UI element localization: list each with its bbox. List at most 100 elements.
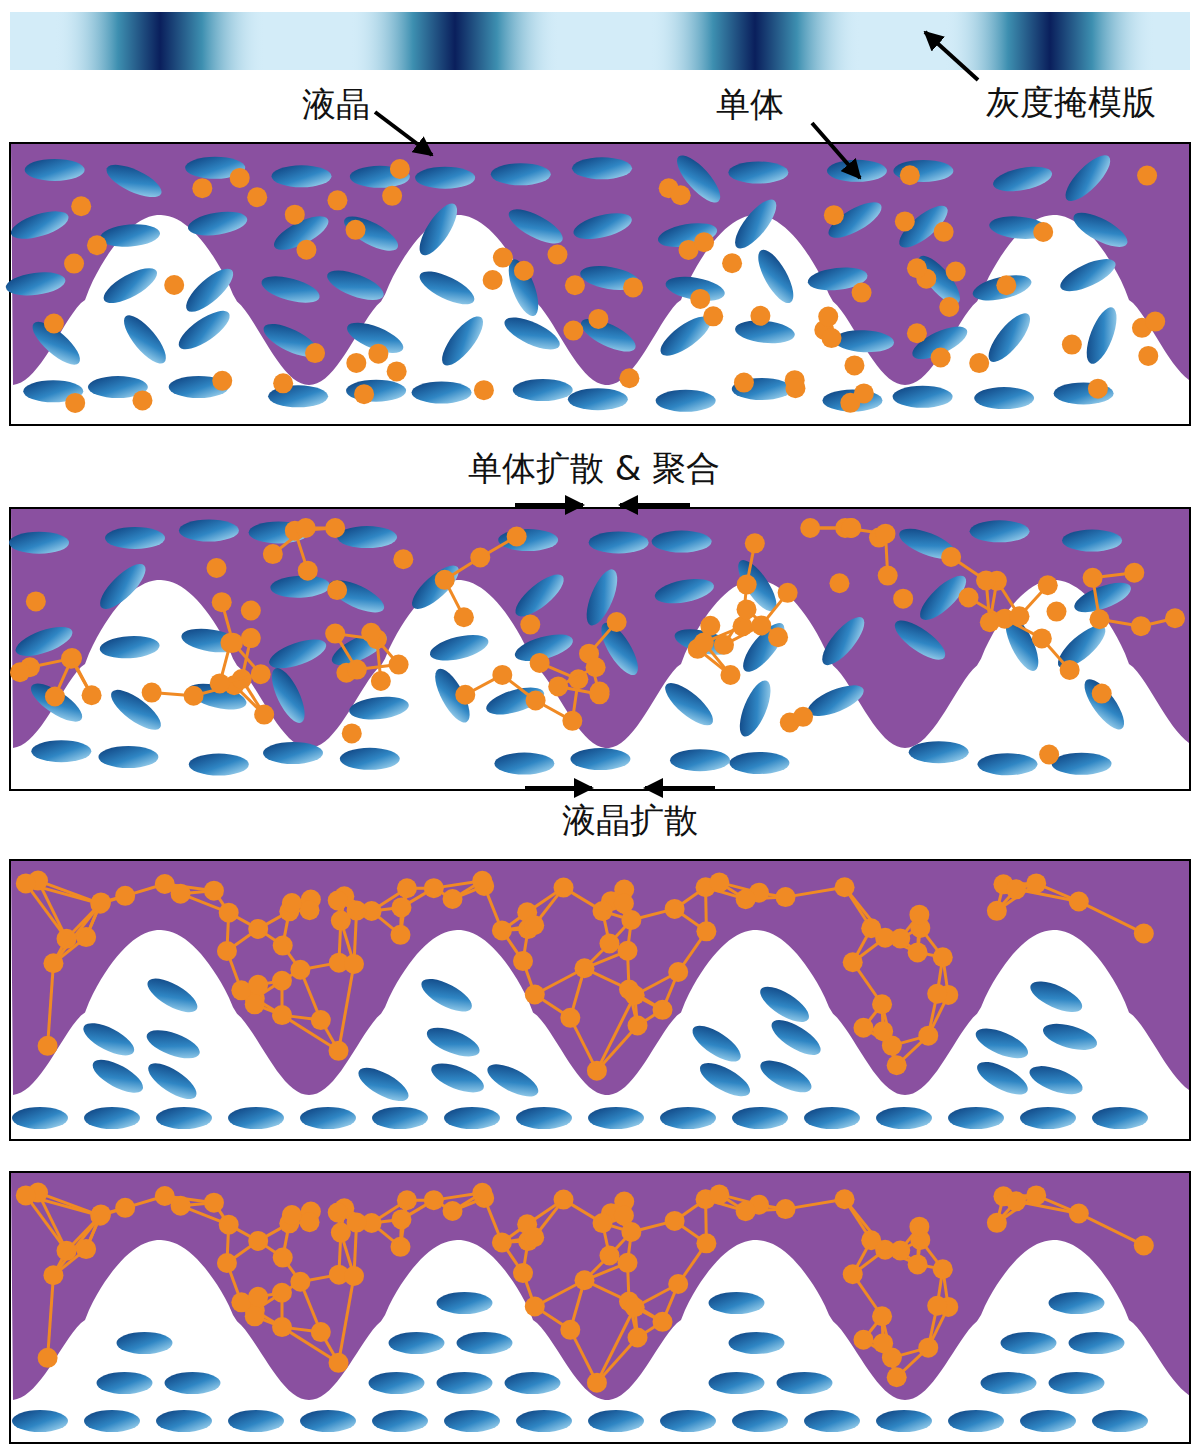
liquid-crystal <box>948 1107 1004 1129</box>
monomer <box>155 1186 175 1206</box>
monomer <box>1131 616 1151 636</box>
liquid-crystal <box>834 329 895 354</box>
liquid-crystal <box>687 1019 746 1068</box>
monomer <box>908 942 928 962</box>
monomer <box>241 601 261 621</box>
monomer <box>599 1246 619 1266</box>
monomer <box>987 901 1007 921</box>
liquid-crystal <box>1069 1332 1125 1354</box>
monomer <box>625 985 645 1005</box>
monomer <box>841 518 861 538</box>
monomer <box>472 871 492 891</box>
monomer <box>1083 568 1103 588</box>
monomer <box>514 261 534 281</box>
monomer <box>628 1016 648 1036</box>
liquid-crystal <box>31 740 91 762</box>
liquid-crystal <box>509 568 569 623</box>
liquid-crystal <box>670 149 726 208</box>
monomer <box>248 1287 268 1307</box>
monomer <box>300 900 320 920</box>
liquid-crystal <box>974 387 1034 409</box>
monomer <box>775 887 795 907</box>
monomer <box>217 1253 237 1273</box>
liquid-crystal <box>1020 1410 1076 1432</box>
liquid-crystal <box>99 261 162 309</box>
monomer <box>247 187 267 207</box>
liquid-crystal <box>729 1332 785 1354</box>
monomer <box>347 1213 367 1233</box>
liquid-crystal <box>84 1410 140 1432</box>
liquid-crystal <box>180 262 239 318</box>
monomer <box>1038 575 1058 595</box>
monomer <box>390 925 410 945</box>
monomer <box>900 165 920 185</box>
liquid-crystal <box>653 575 716 608</box>
monomer <box>282 1205 302 1225</box>
liquid-crystal <box>156 1410 212 1432</box>
monomer <box>273 1248 293 1268</box>
monomer <box>382 186 402 206</box>
liquid-crystal <box>670 749 730 771</box>
liquid-crystal <box>427 1057 487 1098</box>
liquid-crystal <box>271 165 331 187</box>
monomer <box>354 384 374 404</box>
monomer <box>424 1190 444 1210</box>
monomer <box>44 314 64 334</box>
monomer <box>671 185 691 205</box>
monomer <box>371 671 391 691</box>
monomer <box>273 373 293 393</box>
monomer <box>737 575 757 595</box>
monomer <box>665 1211 685 1231</box>
monomer <box>290 960 310 980</box>
monomer <box>736 889 756 909</box>
monomer <box>492 920 512 940</box>
monomer <box>76 927 96 947</box>
monomer <box>628 1328 648 1348</box>
monomer <box>391 897 411 917</box>
monomer <box>483 270 503 290</box>
monomer <box>290 1272 310 1292</box>
polymer-chain <box>1079 1213 1144 1245</box>
liquid-crystal <box>323 264 387 306</box>
monomer <box>1088 379 1108 399</box>
liquid-crystal <box>79 1017 139 1062</box>
liquid-crystal <box>1059 149 1117 207</box>
monomer <box>344 1266 364 1286</box>
liquid-crystal <box>516 1410 572 1432</box>
monomer <box>61 649 81 669</box>
monomer <box>443 889 463 909</box>
monomer <box>344 954 364 974</box>
liquid-crystal <box>1026 1060 1086 1100</box>
liquid-crystal <box>991 162 1054 195</box>
liquid-crystal <box>143 972 203 1019</box>
monomer <box>1032 628 1052 648</box>
monomer <box>1047 602 1067 622</box>
liquid-crystal <box>756 1054 816 1099</box>
monomer <box>62 648 82 668</box>
liquid-crystal <box>117 1332 173 1354</box>
grayscale-mask <box>10 12 1190 70</box>
monomer <box>908 1254 928 1274</box>
liquid-crystal <box>1020 1107 1076 1129</box>
monomer <box>204 1193 224 1213</box>
monomer <box>734 373 754 393</box>
monomer <box>300 1212 320 1232</box>
liquid-crystal <box>372 1410 428 1432</box>
monomer <box>361 623 381 643</box>
monomer <box>389 655 409 675</box>
liquid-crystal <box>659 676 719 732</box>
polymer-region <box>11 1173 1189 1400</box>
monomer <box>347 901 367 921</box>
leader-arrow <box>375 112 432 155</box>
liquid-crystal <box>337 526 397 548</box>
monomer <box>835 877 855 897</box>
monomer <box>575 958 595 978</box>
monomer <box>115 886 135 906</box>
monomer <box>530 653 550 673</box>
liquid-crystal <box>340 748 400 770</box>
monomer <box>16 873 36 893</box>
liquid-crystal <box>728 162 788 184</box>
monomer <box>38 1036 58 1056</box>
monomer <box>818 307 838 327</box>
